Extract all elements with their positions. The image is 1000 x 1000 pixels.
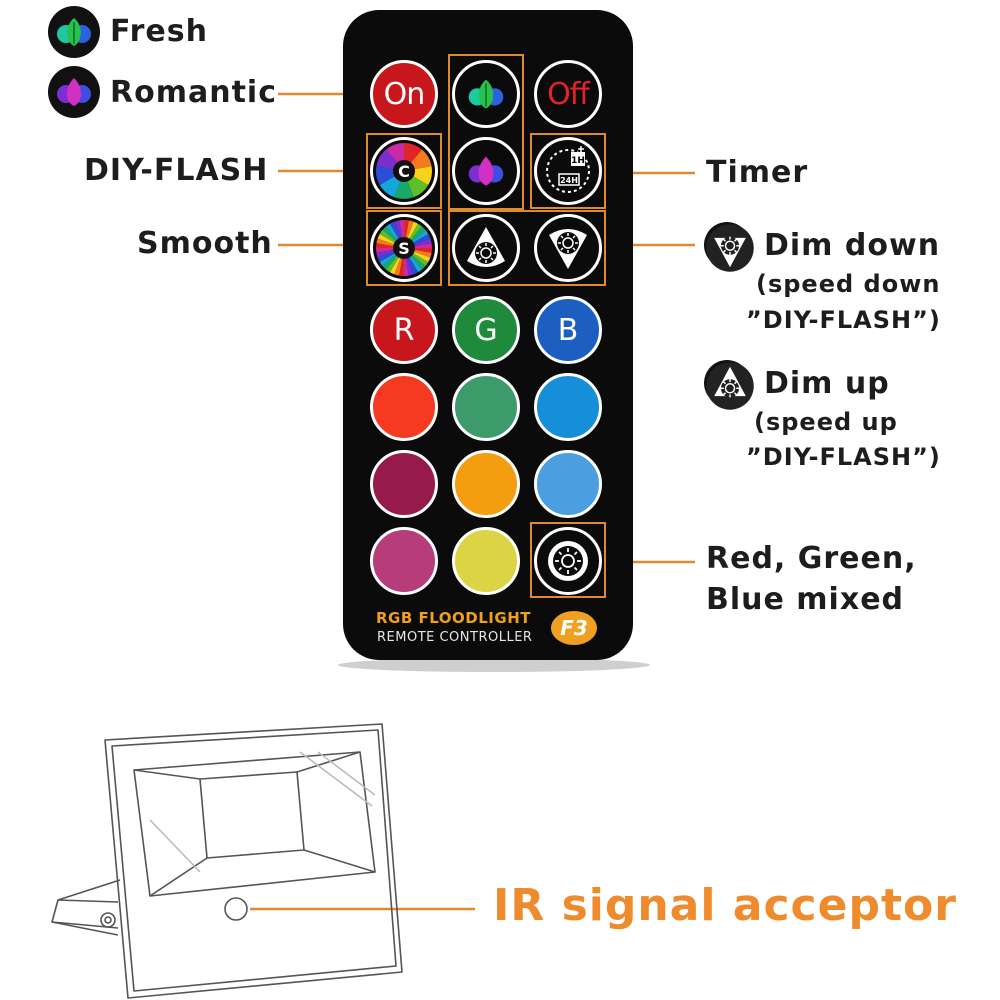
off-button-label: Off [547, 76, 590, 112]
diy-flash-highlight [366, 133, 442, 209]
dim-down-legend-icon [704, 222, 754, 272]
color-button-magenta[interactable] [370, 527, 438, 595]
off-button[interactable]: Off [534, 60, 602, 128]
timer-icon: 1H 24H [546, 146, 590, 193]
remote-shadow [338, 658, 650, 672]
diy-flash-label: DIY-FLASH [84, 153, 269, 188]
dim-up-icon [467, 227, 505, 267]
dim-down-button[interactable] [534, 214, 602, 282]
red-button[interactable]: R [370, 296, 438, 364]
smooth-label: Smooth [137, 226, 273, 261]
dim-up-sub1: (speed up [754, 408, 898, 436]
dim-highlight [448, 210, 606, 286]
dim-down-icon [549, 229, 587, 269]
green-button-label: G [474, 312, 498, 348]
timer-label: Timer [706, 155, 809, 190]
mixed-highlight [530, 522, 606, 598]
sun-icon [548, 541, 588, 581]
on-button-label: On [383, 76, 426, 112]
dim-down-sub1: (speed down [756, 270, 941, 298]
timer-1h-text: 1H [571, 156, 585, 166]
dim-down-label: Dim down [764, 228, 941, 263]
bracket-screw [100, 912, 116, 928]
on-button[interactable]: On [370, 60, 438, 128]
smooth-button[interactable]: S [370, 214, 438, 282]
color-wheel-segment [394, 171, 414, 199]
smooth-button-letter: S [398, 239, 410, 258]
romantic-icon [468, 156, 504, 186]
remote-brand-title: RGB FLOODLIGHT [376, 609, 531, 627]
color-button-yellow[interactable] [452, 527, 520, 595]
model-badge: F3 [551, 611, 597, 645]
fresh-icon [468, 79, 504, 109]
color-button-crimson[interactable] [370, 450, 438, 518]
timer-button[interactable]: 1H 24H [534, 137, 602, 205]
color-button-light-blue[interactable] [534, 450, 602, 518]
ir-sensor [224, 897, 248, 921]
red-button-label: R [393, 312, 415, 348]
timer-highlight [530, 133, 606, 209]
floodlight-frame [104, 723, 403, 999]
blue-button[interactable]: B [534, 296, 602, 364]
dim-up-sub2: ”DIY-FLASH”) [746, 443, 941, 471]
fresh-button[interactable] [452, 60, 520, 128]
romantic-legend-icon [48, 66, 100, 118]
fresh-romantic-highlight [448, 54, 524, 210]
rgb-mixed-label-line2: Blue mixed [706, 582, 905, 617]
color-button-sky-blue[interactable] [534, 373, 602, 441]
floodlight-bracket [51, 899, 119, 929]
blue-button-label: B [557, 312, 579, 348]
led-panel [199, 771, 305, 859]
dim-up-label: Dim up [764, 366, 890, 401]
fresh-legend-icon [48, 6, 100, 58]
remote-brand-subtitle: REMOTE CONTROLLER [377, 630, 533, 645]
green-button[interactable]: G [452, 296, 520, 364]
ir-signal-acceptor-label: IR signal acceptor [493, 880, 957, 931]
rgb-mixed-label-line1: Red, Green, [706, 541, 917, 576]
diy-button-letter: C [398, 162, 410, 181]
dim-down-sub2: ”DIY-FLASH”) [746, 306, 941, 334]
smooth-highlight [366, 210, 442, 286]
dim-up-legend-icon [704, 360, 754, 410]
timer-24h-text: 24H [560, 176, 578, 185]
color-wheel-icon: C [376, 143, 432, 199]
diy-flash-button[interactable]: C [370, 137, 438, 205]
color-button-amber[interactable] [452, 450, 520, 518]
romantic-button[interactable] [452, 137, 520, 205]
color-button-orange-red[interactable] [370, 373, 438, 441]
mixed-white-button[interactable] [534, 527, 602, 595]
color-wheel-smooth-icon: S [376, 220, 432, 276]
fresh-label: Fresh [110, 14, 208, 49]
color-button-sea-green[interactable] [452, 373, 520, 441]
dim-up-button[interactable] [452, 214, 520, 282]
romantic-label: Romantic [110, 75, 277, 110]
floodlight-reflector [133, 751, 376, 897]
